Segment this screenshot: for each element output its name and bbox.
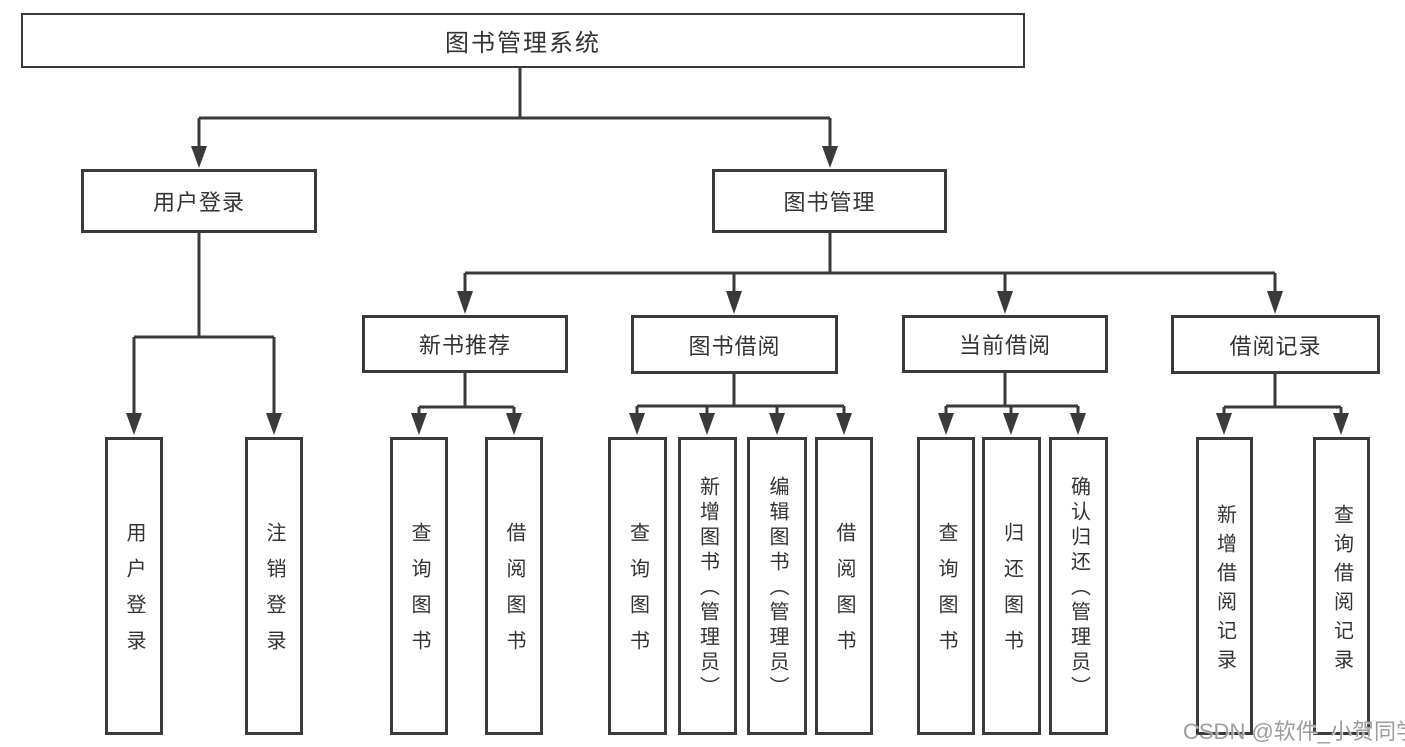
leaf-current-return-books: 归还图书 (982, 437, 1041, 735)
leaf-label: 新增借阅记录 (1213, 503, 1236, 678)
node-book-borrow: 图书借阅 (631, 315, 838, 374)
node-label: 用户登录 (152, 190, 245, 215)
leaf-label: 借阅图书 (833, 522, 855, 666)
leaf-label: 用户登录 (123, 522, 145, 666)
leaf-borrow-add-books-admin: 新增图书（管理员） (678, 437, 737, 735)
csdn-watermark: CSDN @软件_小贺同学 (1183, 719, 1405, 744)
leaf-label: 归还图书 (1000, 522, 1023, 666)
leaf-records-add-record: 新增借阅记录 (1196, 437, 1253, 735)
leaf-current-confirm-return-admin: 确认归还（管理员） (1049, 437, 1108, 735)
node-label: 借阅记录 (1229, 333, 1322, 359)
node-label: 图书管理 (783, 190, 876, 215)
leaf-user-login: 用户登录 (105, 437, 163, 735)
leaf-newrec-borrow-books: 借阅图书 (485, 437, 543, 735)
leaf-newrec-query-books: 查询图书 (390, 437, 448, 735)
leaf-label: 查询图书 (626, 522, 649, 666)
leaf-current-query-books: 查询图书 (917, 437, 975, 735)
node-user-login: 用户登录 (81, 169, 317, 233)
node-label: 图书借阅 (688, 333, 781, 359)
node-root: 图书管理系统 (21, 13, 1025, 68)
leaf-label: 新增图书（管理员） (696, 476, 719, 701)
node-new-book-recommend: 新书推荐 (362, 315, 568, 373)
node-borrow-records: 借阅记录 (1171, 315, 1380, 374)
leaf-borrow-query-books: 查询图书 (608, 437, 667, 735)
node-label: 新书推荐 (418, 333, 511, 358)
leaf-label: 编辑图书（管理员） (766, 476, 788, 701)
node-book-management: 图书管理 (712, 169, 947, 233)
leaf-label: 查询图书 (408, 522, 430, 666)
leaf-label: 确认归还（管理员） (1067, 476, 1090, 701)
node-current-borrow: 当前借阅 (902, 315, 1108, 373)
leaf-logout: 注销登录 (245, 437, 303, 735)
leaf-label: 查询借阅记录 (1330, 503, 1353, 678)
leaf-label: 查询图书 (935, 522, 957, 666)
leaf-label: 借阅图书 (503, 522, 525, 666)
node-label: 当前借阅 (958, 333, 1051, 358)
leaf-borrow-edit-books-admin: 编辑图书（管理员） (747, 437, 807, 735)
leaf-borrow-borrow-books: 借阅图书 (815, 437, 873, 735)
leaf-label: 注销登录 (263, 522, 285, 666)
node-label: 图书管理系统 (445, 30, 601, 57)
leaf-records-query-record: 查询借阅记录 (1313, 437, 1370, 735)
